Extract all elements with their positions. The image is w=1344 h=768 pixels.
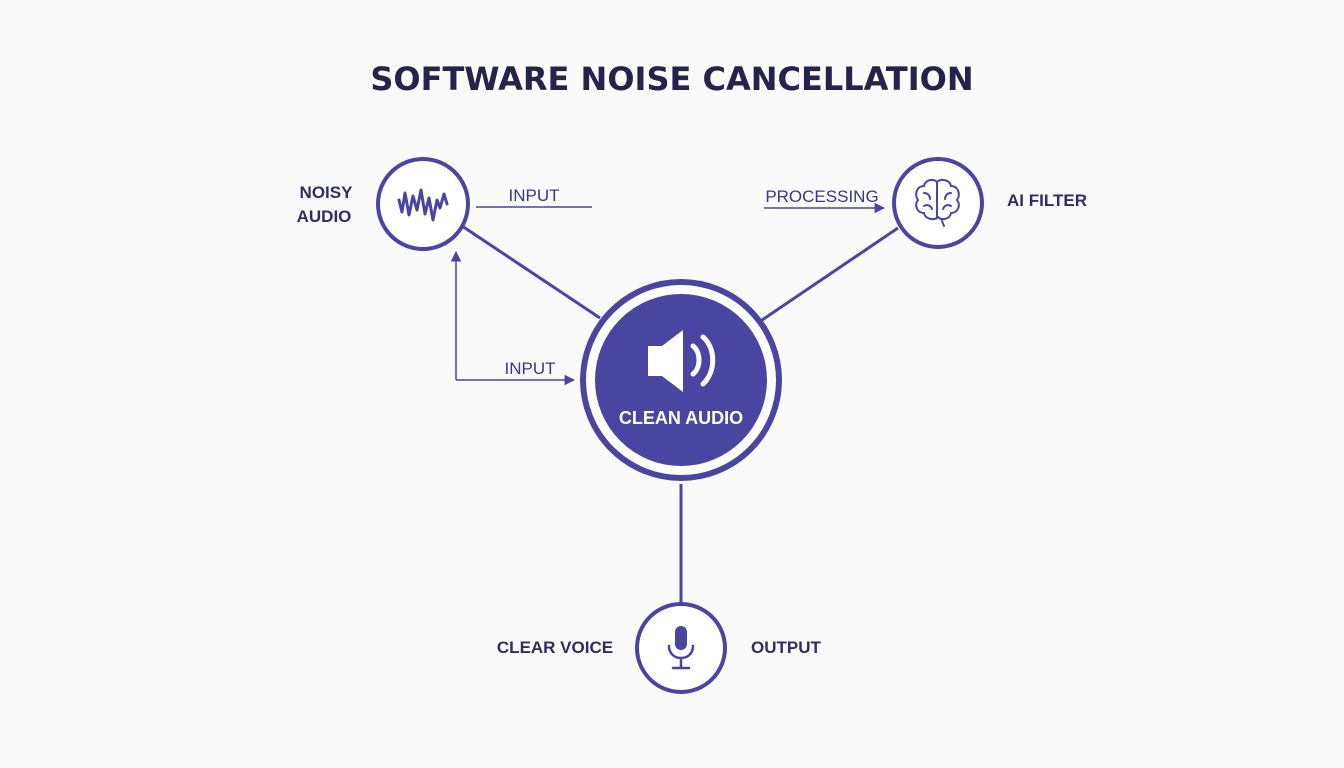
- microphone-icon: [667, 626, 695, 670]
- noisy-audio-label-line1: NOISY: [300, 183, 354, 202]
- ai-filter-label: AI FILTER: [1007, 191, 1087, 210]
- link-ai-to-center: [761, 226, 899, 322]
- waveform-icon: [397, 188, 449, 222]
- ai-filter-node: [892, 157, 984, 249]
- noisy-audio-node: [376, 157, 470, 251]
- clean-audio-label: CLEAN AUDIO: [619, 408, 743, 428]
- input-left-label: INPUT: [505, 359, 556, 378]
- processing-label: PROCESSING: [765, 187, 878, 206]
- speaker-icon: [648, 330, 716, 392]
- clean-audio-node: CLEAN AUDIO: [580, 279, 782, 481]
- clear-voice-label: CLEAR VOICE: [497, 638, 613, 657]
- diagram-title: SOFTWARE NOISE CANCELLATION: [370, 60, 973, 98]
- noisy-audio-label-line2: AUDIO: [297, 207, 352, 226]
- input-top-label: INPUT: [509, 186, 560, 205]
- link-noisy-to-center: [461, 224, 601, 320]
- brain-icon: [915, 178, 960, 227]
- output-label: OUTPUT: [751, 638, 822, 657]
- clear-voice-node: [635, 602, 727, 694]
